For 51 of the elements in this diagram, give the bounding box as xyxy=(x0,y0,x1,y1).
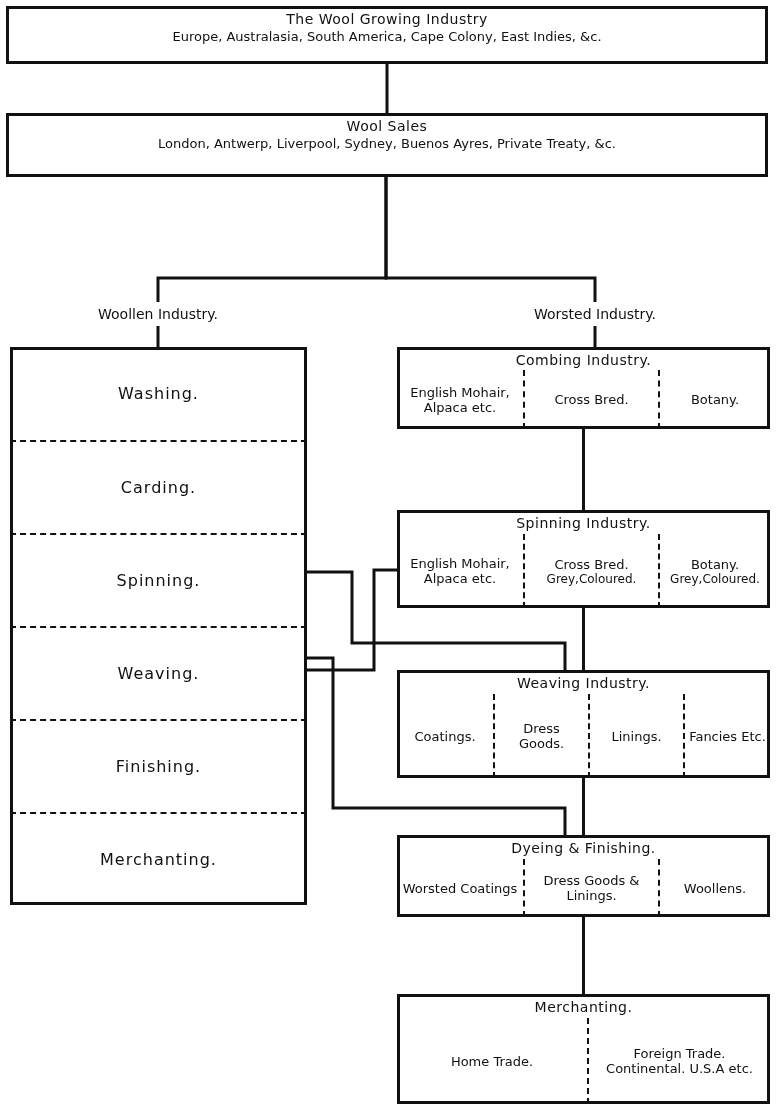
section-label: Fancies Etc. xyxy=(689,728,766,744)
connector-line xyxy=(307,570,567,670)
connector-line xyxy=(156,326,160,347)
section-label: Finishing. xyxy=(115,757,202,776)
box-heading: Merchanting. xyxy=(534,999,633,1015)
section-label: Dress Goods & Linings. xyxy=(542,873,641,903)
industry-box xyxy=(6,6,768,64)
connector-line xyxy=(582,778,585,835)
industry-box xyxy=(397,670,770,778)
section-label: Carding. xyxy=(120,478,197,497)
connector-line xyxy=(384,177,597,302)
section-label: Cross Bred. xyxy=(554,392,629,407)
industry-box xyxy=(6,113,768,177)
box-heading: Wool Sales xyxy=(346,118,428,134)
section-label: Foreign Trade. Continental. U.S.A etc. xyxy=(605,1046,754,1076)
box-heading: Combing Industry. xyxy=(515,352,652,368)
box-text: Europe, Australasia, South America, Cape Colony, East Indies, &c. xyxy=(172,29,602,44)
section-label: Dress Goods. xyxy=(517,721,566,751)
box-text: London, Antwerp, Liverpool, Sydney, Buenos Ayres, Private Treaty, &c. xyxy=(158,136,616,151)
section-label: Botany. xyxy=(690,556,740,572)
section-label: Coatings. xyxy=(414,728,476,744)
connector-line xyxy=(307,656,567,835)
section-label: English Mohair, Alpaca etc. xyxy=(409,384,511,415)
section-label: Botany. xyxy=(690,392,740,407)
connector-line xyxy=(307,568,397,672)
section-label: Woollens. xyxy=(683,880,747,896)
section-label: Home Trade. xyxy=(450,1053,534,1069)
connector-line xyxy=(582,608,585,670)
section-label: Cross Bred. xyxy=(554,556,629,572)
box-heading: Dyeing & Finishing. xyxy=(511,840,656,856)
industry-box xyxy=(397,347,770,429)
industry-box xyxy=(397,510,770,608)
section-label: Linings. xyxy=(611,728,662,744)
connector-line xyxy=(593,326,597,347)
box-heading: Weaving Industry. xyxy=(516,675,651,691)
section-note: Grey,Coloured. xyxy=(546,571,637,586)
connector-line xyxy=(582,429,585,510)
section-label: Merchanting. xyxy=(100,850,217,869)
industry-box xyxy=(397,994,770,1104)
industry-box xyxy=(397,835,770,917)
section-label: Spinning. xyxy=(116,571,201,590)
section-note: Grey,Coloured. xyxy=(670,571,760,586)
box-heading: Spinning Industry. xyxy=(516,515,651,531)
section-label: Washing. xyxy=(118,384,199,403)
section-label: Worsted Coatings xyxy=(402,880,518,896)
connector-line xyxy=(582,917,585,994)
section-label: Weaving. xyxy=(117,664,200,683)
box-heading: The Wool Growing Industry xyxy=(286,11,488,27)
connector-line xyxy=(385,64,389,113)
stage-box xyxy=(10,347,307,905)
section-label: English Mohair, Alpaca etc. xyxy=(409,556,511,586)
